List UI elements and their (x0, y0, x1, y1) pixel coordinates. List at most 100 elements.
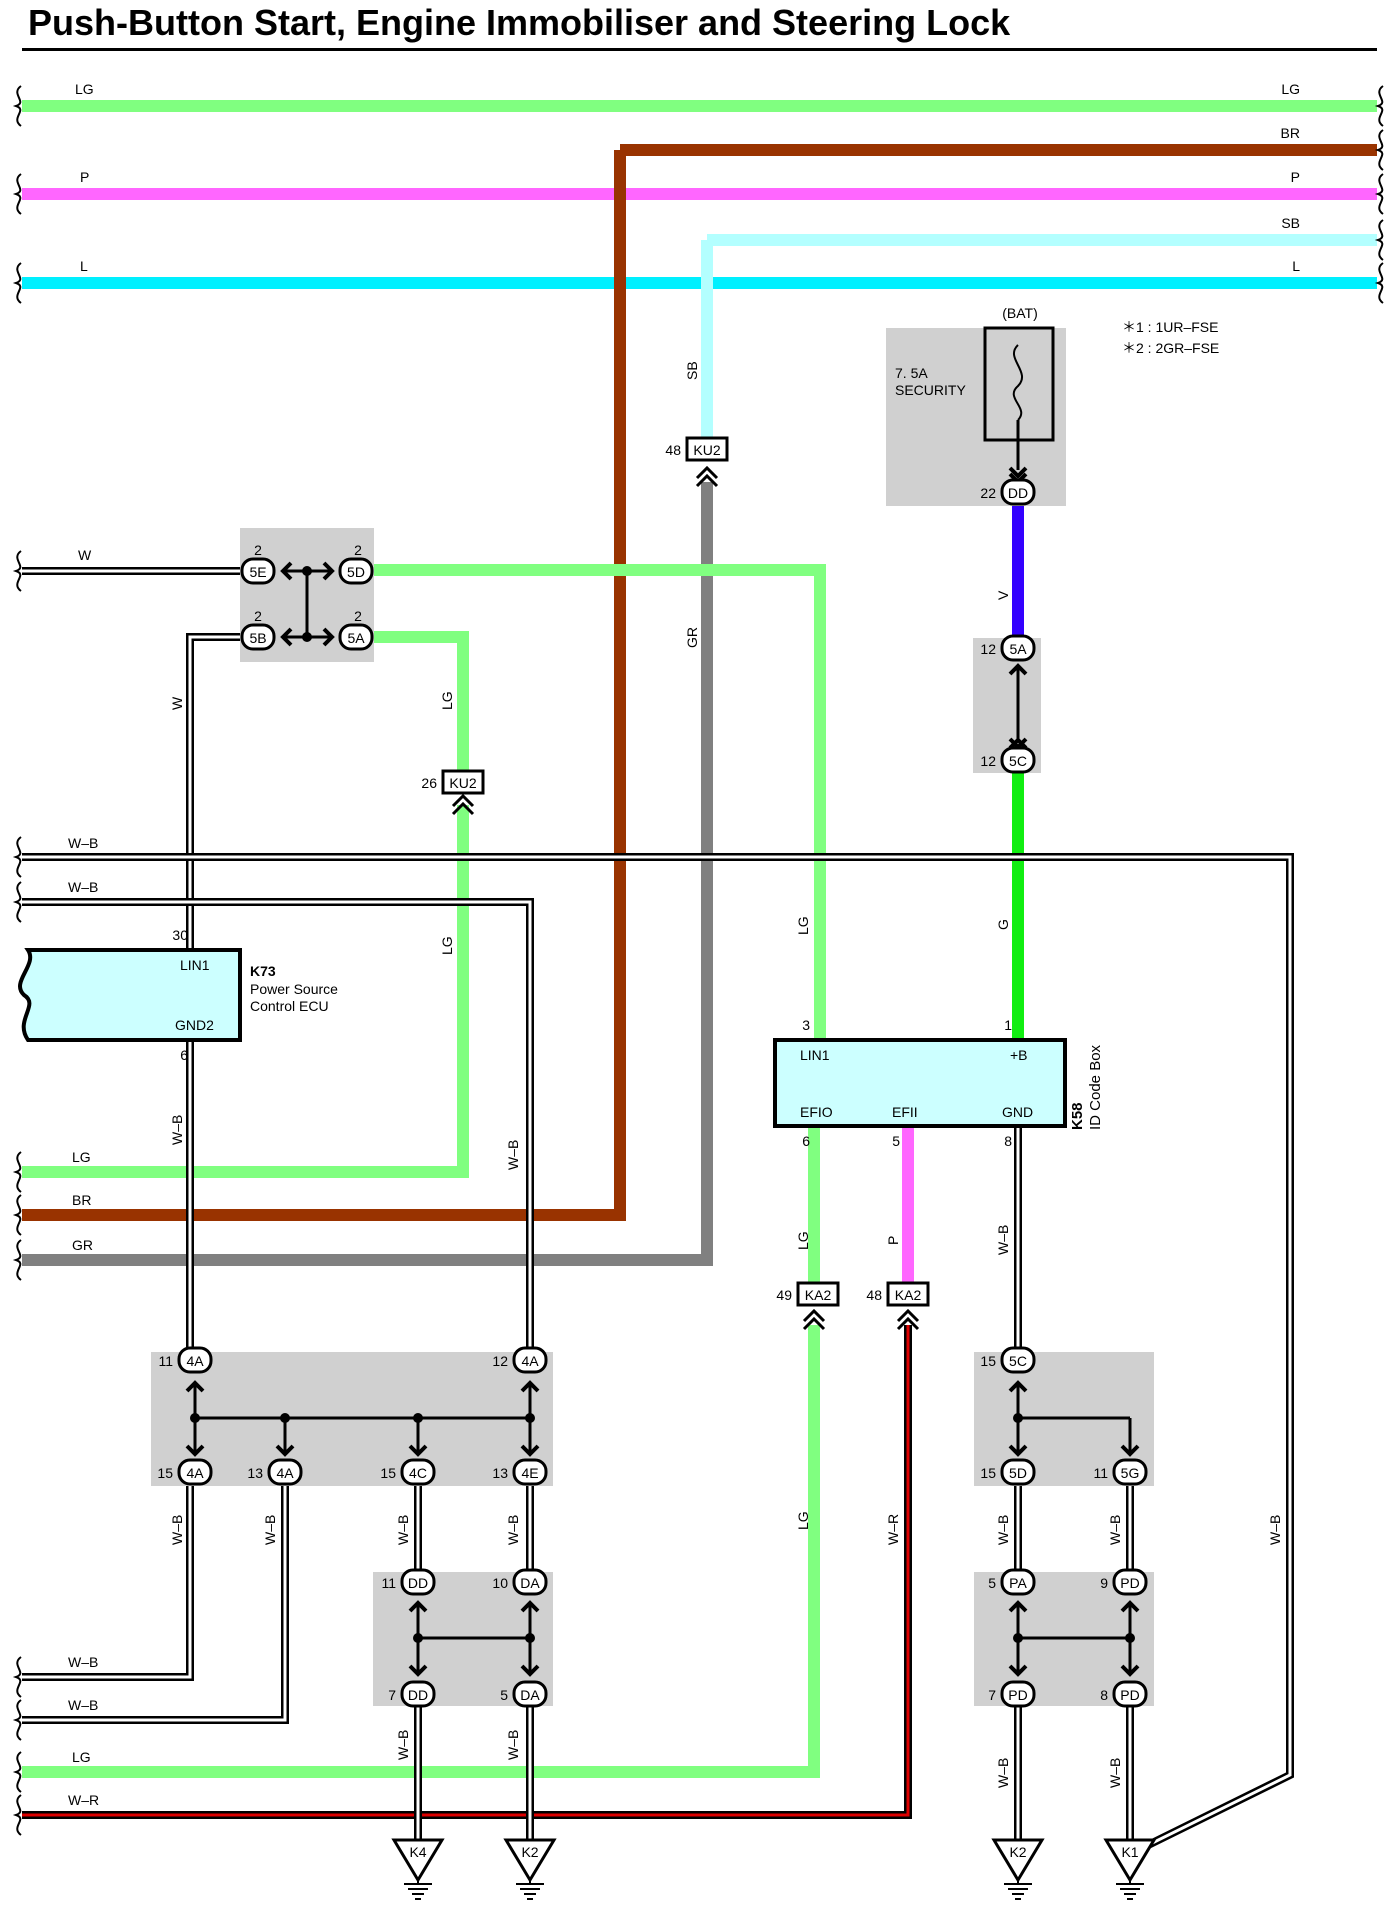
wire-label-w-left-top: W (78, 547, 92, 563)
dchev-ka2-lg-b (802, 1316, 826, 1331)
junction-pd-9-pin: 9 (1100, 1575, 1108, 1591)
wire-label-gr-vert: GR (684, 627, 700, 648)
wire-label-wb-bot2: W–B (68, 1697, 98, 1713)
fuse-element-icon (1012, 344, 1024, 421)
junction-5c-15-shape (1000, 1346, 1036, 1374)
junction-v5a-label: 5A (1009, 641, 1027, 657)
dchev-ku2-lg-b (451, 801, 475, 816)
arrow-5e (280, 561, 293, 581)
ecu-k58-name: ID Code Box (1087, 1044, 1104, 1130)
junction-5a-label: 5A (347, 630, 365, 646)
wire-label-wb-l2: W–B (262, 1515, 278, 1545)
wire-break-left-3 (12, 1151, 22, 1193)
connector-ka2-48-pin: 48 (866, 1287, 882, 1303)
bus-label-p-left: P (80, 169, 89, 185)
wire-lg-bottom (22, 1325, 820, 1778)
junction-pd-7-pin: 7 (988, 1687, 996, 1703)
ecu-k58-pin-gnd: GND (1002, 1104, 1033, 1120)
dchev-ku2-sb-a (695, 465, 719, 480)
dchev-ku2-sb-b (695, 473, 719, 488)
wire-wb-bus1 (22, 853, 1294, 1854)
junction-5d-pin: 2 (354, 542, 362, 558)
wire-label-wb-l1: W–B (169, 1515, 185, 1545)
junction-5a-pin: 2 (354, 608, 362, 624)
junction-v5a-shape (1000, 634, 1036, 662)
junction-5g-11-shape (1112, 1458, 1148, 1486)
connector-ku2-48-label: KU2 (693, 442, 720, 458)
wire-label-v-vert: V (995, 590, 1011, 600)
ground-k2-left-label: K2 (521, 1844, 538, 1860)
jdd-dot-1 (525, 1633, 535, 1643)
j5-dot-bot (302, 632, 312, 642)
junction-5c-15-pin: 15 (980, 1353, 996, 1369)
ecu-k58-num-efii: 5 (892, 1133, 900, 1149)
junction-4e-13-pin: 13 (492, 1465, 508, 1481)
junction-4a-12-pin: 12 (492, 1353, 508, 1369)
bus-break-right-2 (1374, 173, 1384, 215)
connector-ka2-48-label: KA2 (895, 1287, 922, 1303)
junction-4a-13-label: 4A (276, 1465, 294, 1481)
junction-5d-shape (338, 557, 374, 585)
junction-4a-15-label: 4A (186, 1465, 204, 1481)
junction-pd-7-label: PD (1008, 1687, 1027, 1703)
wire-label-wb-r1: W–B (995, 1515, 1011, 1545)
wire-label-br-left-mid: BR (72, 1192, 91, 1208)
arrow-down-1 (185, 1444, 205, 1457)
arrow-down-9 (1008, 1664, 1028, 1677)
jpa-dot-1 (1125, 1633, 1135, 1643)
junction-v5c-pin: 12 (980, 753, 996, 769)
ecu-k58-body (773, 1038, 1067, 1128)
junction-dd-11-label: DD (408, 1575, 428, 1591)
fuse-arrow (1008, 466, 1028, 479)
wire-label-lg-ku2-lower: LG (439, 936, 455, 955)
wire-label-lg-k58-upper: LG (795, 916, 811, 935)
wire-label-wb-l4: W–B (505, 1515, 521, 1545)
wire-label-g-vert: G (995, 919, 1011, 930)
wire-lg-ku2 (22, 805, 469, 1178)
bus-break-right-1 (1374, 129, 1384, 171)
bus-break-right-4 (1374, 262, 1384, 304)
junction-pa-5-pin: 5 (988, 1575, 996, 1591)
arrow-up-8 (1008, 737, 1028, 750)
ground-k2-left-triangle (503, 1838, 557, 1883)
ecu-k73-num-lin1: 30 (172, 927, 188, 943)
wire-label-wb-l6: W–B (505, 1730, 521, 1760)
junction-v5a-pin: 12 (980, 641, 996, 657)
junction-5g-11-label: 5G (1121, 1465, 1140, 1481)
bus-label-br-right: BR (1281, 125, 1300, 141)
junction-pd-9-label: PD (1120, 1575, 1139, 1591)
bus-label-l-right: L (1292, 258, 1300, 274)
ground-k4-label: K4 (409, 1844, 426, 1860)
wire-label-wb-r2: W–B (1107, 1515, 1123, 1545)
ecu-k58-num-efio: 6 (802, 1133, 810, 1149)
junction-5c-15-label: 5C (1009, 1353, 1027, 1369)
wire-label-w-vert-left: W (169, 696, 185, 710)
wire-w-vert-inner (188, 635, 258, 955)
junction-dd-22-shape (1000, 478, 1036, 506)
arrow-up-3 (520, 1600, 540, 1613)
junction-4e-13-label: 4E (521, 1465, 538, 1481)
bus-label-lg-right: LG (1281, 81, 1300, 97)
junction-da-10-shape (512, 1568, 548, 1596)
junction-da-10-pin: 10 (492, 1575, 508, 1591)
ground-k2-right-triangle (991, 1838, 1045, 1883)
ground-k4-triangle (391, 1838, 445, 1883)
ecu-k58-num-gnd: 8 (1004, 1133, 1012, 1149)
wire-label-lg-k58-lower: LG (795, 1511, 811, 1530)
wire-label-gr-left-mid: GR (72, 1237, 93, 1253)
dchev-ka2-p-b (896, 1316, 920, 1331)
junction-5d-label: 5D (347, 564, 365, 580)
wire-wb-l2-outer (22, 1486, 289, 1724)
wire-label-wb-bus1: W–B (68, 835, 98, 851)
wire-break-left-9 (12, 1794, 22, 1836)
wire-label-p-vert: P (885, 1236, 901, 1245)
ecu-k73-body (18, 948, 242, 1042)
junction-v5c-label: 5C (1009, 753, 1027, 769)
wire-wb-l1-inner (22, 1486, 192, 1679)
ecu-k58-pin-efio: EFIO (800, 1104, 833, 1120)
arrow-down-4 (520, 1444, 540, 1457)
wires-layer (12, 85, 1384, 1854)
arrow-up-5 (1008, 1600, 1028, 1613)
